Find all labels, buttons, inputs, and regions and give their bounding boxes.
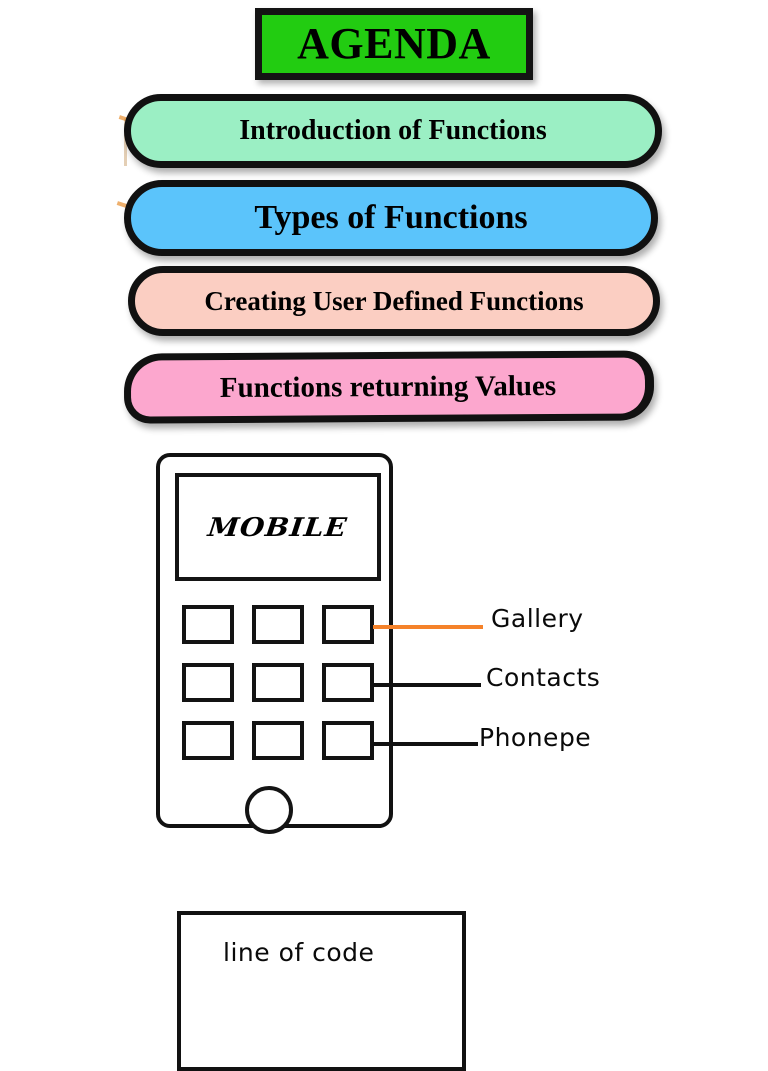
callout-label-gallery: Gallery	[491, 604, 584, 633]
line-of-code-label: line of code	[223, 938, 375, 967]
line-of-code-box: line of code	[177, 911, 466, 1071]
callout-label-phonepe: Phonepe	[479, 723, 592, 752]
agenda-item-label: Types of Functions	[254, 199, 528, 236]
agenda-item-types-of-functions[interactable]: Types of Functions	[124, 180, 658, 256]
phone-screen: MOBILE	[175, 473, 381, 581]
callout-leader-line-contacts	[373, 683, 481, 687]
app-icon-key[interactable]	[182, 605, 234, 644]
phone-app-grid	[182, 605, 378, 760]
agenda-item-introduction-of-functions[interactable]: Introduction of Functions	[124, 94, 662, 168]
slide-canvas: AGENDA Introduction of Functions Types o…	[116, 8, 662, 1071]
callout-leader-line-gallery	[373, 625, 483, 629]
agenda-title-box: AGENDA	[255, 8, 533, 80]
callout-label-contacts: Contacts	[486, 663, 601, 692]
page-title: AGENDA	[297, 19, 491, 68]
phone-home-button-icon[interactable]	[245, 786, 293, 834]
app-icon-key-gallery[interactable]	[322, 605, 374, 644]
agenda-item-label: Creating User Defined Functions	[204, 285, 584, 316]
app-icon-key-phonepe[interactable]	[322, 721, 374, 760]
app-icon-key[interactable]	[252, 663, 304, 702]
agenda-item-label: Functions returning Values	[219, 369, 557, 404]
app-icon-key[interactable]	[252, 721, 304, 760]
app-icon-key[interactable]	[182, 663, 234, 702]
app-icon-key-contacts[interactable]	[322, 663, 374, 702]
app-icon-key[interactable]	[252, 605, 304, 644]
agenda-item-creating-user-defined-functions[interactable]: Creating User Defined Functions	[128, 266, 660, 336]
agenda-item-functions-returning-values[interactable]: Functions returning Values	[123, 350, 655, 424]
app-icon-key[interactable]	[182, 721, 234, 760]
agenda-item-label: Introduction of Functions	[239, 115, 547, 146]
phone-illustration: MOBILE	[156, 453, 393, 834]
callout-leader-line-phonepe	[373, 742, 478, 746]
phone-screen-label: MOBILE	[206, 511, 350, 543]
